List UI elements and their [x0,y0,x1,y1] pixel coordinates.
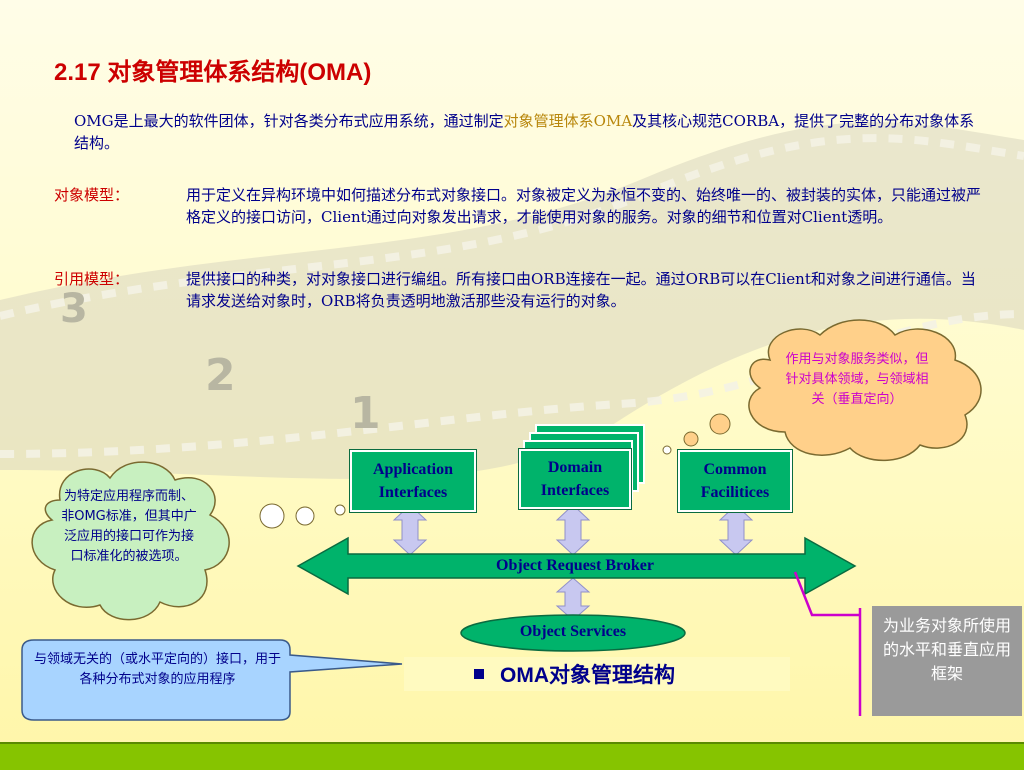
app-orb-connector [392,504,428,556]
app-thought-dot [259,503,285,529]
facilities-description-box: 为业务对象所使用的水平和垂直应用框架 [872,606,1022,716]
app-callout-text: 为特定应用程序而制、非OMG标准，但其中广泛应用的接口可作为接口标准化的被选项。 [61,489,197,564]
domain-interfaces-box: Domain Interfaces [519,449,631,509]
common-facilities-box: Common Facilitices [678,450,792,512]
svg-text:2: 2 [205,350,236,401]
reference-model-label: 引用模型： [54,270,130,288]
domain-callout-text: 作用与对象服务类似，但针对具体领域，与领域相关（垂直定向） [785,352,929,407]
facilities-orb-connector [718,504,754,556]
intro-text-before: OMG是上最大的软件团体，针对各类分布式应用系统，通过制定 [74,112,504,130]
slide-title: 2.17 对象管理体系结构(OMA) [54,59,372,86]
svg-text:3: 3 [60,286,88,332]
app-thought-dot [295,506,315,526]
orb-label: Object Request Broker [496,557,654,574]
app-cloud [31,461,230,621]
orb-arrow [296,536,857,596]
object-services-ellipse [460,614,686,652]
intro-paragraph: OMG是上最大的软件团体，针对各类分布式应用系统，通过制定对象管理体系OMA及其… [74,110,989,154]
svg-text:1: 1 [350,388,381,439]
object-services-label: Object Services [519,623,627,640]
services-callout-shape [21,639,403,721]
bullet-square-icon [474,669,484,679]
app-thought-dot [334,504,346,516]
application-interfaces-box: Application Interfaces [350,450,476,512]
domain-thought-dot [683,431,699,447]
domain-orb-connector [555,504,591,556]
figure-caption: OMA对象管理结构 [404,657,790,691]
domain-thought-dot [662,445,672,455]
domain-thought-dot [709,413,731,435]
facilities-pointer-line [793,571,860,617]
object-model-label: 对象模型： [54,186,130,204]
domain-cloud [748,319,982,462]
intro-text-after: 及其核心规范CORBA，提供了完整的分布对象体系结构。 [74,112,975,152]
object-model-text: 用于定义在异构环境中如何描述分布式对象接口。对象被定义为永恒不变的、始终唯一的、… [186,186,982,226]
reference-model-text: 提供接口的种类，对对象接口进行编组。所有接口由ORB连接在一起。通过ORB可以在… [186,270,976,310]
figure-caption-text: OMA对象管理结构 [500,664,675,687]
bottom-bar [0,742,1024,770]
services-callout-text: 与领域无关的（或水平定向的）接口，用于各种分布式对象的应用程序 [33,652,281,687]
intro-highlight: 对象管理体系OMA [503,112,633,130]
orb-services-connector [555,577,591,621]
